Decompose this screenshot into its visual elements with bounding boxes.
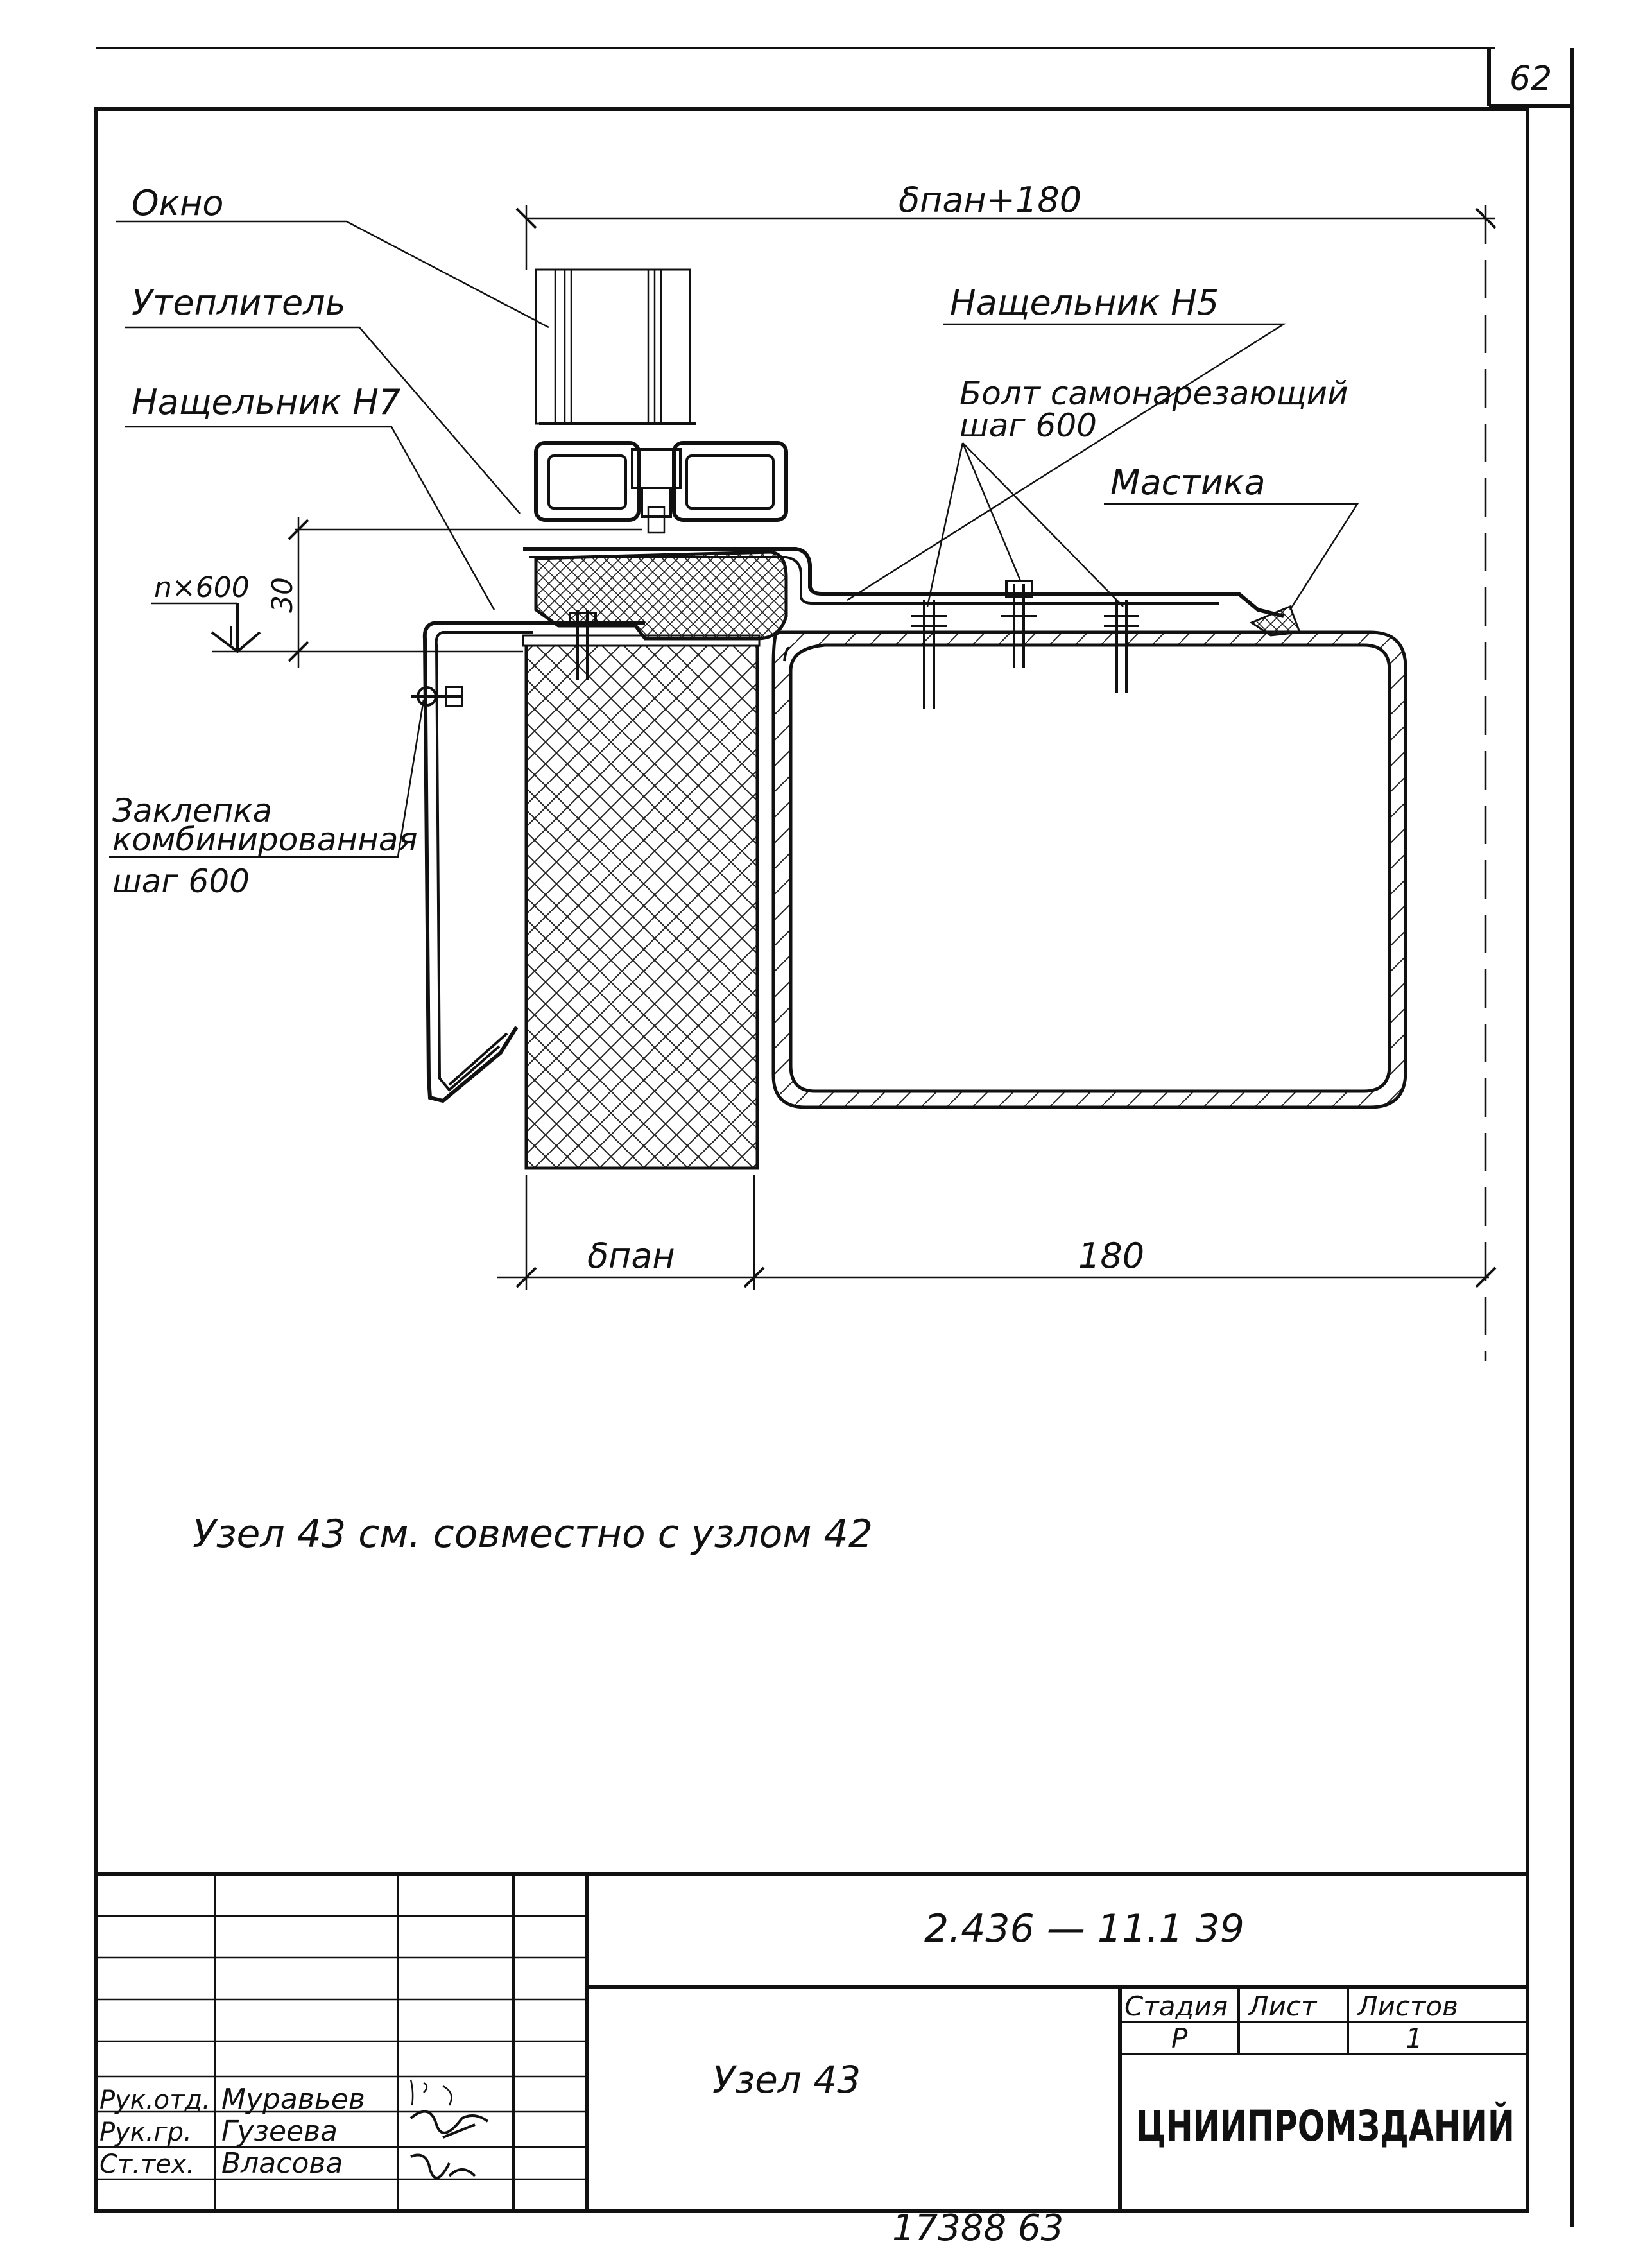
steel-beam: [771, 630, 1407, 1109]
bolt: [569, 610, 597, 680]
role-3: Ст.тех.: [99, 2150, 194, 2179]
label-rivet-line1: Заклепка: [112, 792, 272, 829]
signatures: [409, 2079, 489, 2179]
bolt: [911, 600, 947, 709]
role-2: Рук.гр.: [99, 2118, 192, 2147]
label-insulation: Утеплитель: [132, 282, 346, 323]
doc-code: 2.436 — 11.1 39: [924, 1906, 1244, 1951]
label-flashing-h7: Нащельник Н7: [132, 382, 400, 422]
label-bolt-line2: шаг 600: [959, 407, 1097, 444]
organization: ЦНИИПРОМЗДАНИЙ: [1136, 2101, 1515, 2151]
sheet-corner-number: 62: [1510, 60, 1552, 98]
mastic-fill: [1249, 605, 1302, 637]
drawing-name: Узел 43: [712, 2058, 861, 2102]
insulation-block: [534, 550, 788, 641]
sheet-header: Лист: [1247, 1990, 1318, 2022]
rivet: [411, 686, 463, 707]
bolt: [1104, 600, 1139, 693]
flashing-h5: [523, 547, 1284, 618]
window-frame: [534, 268, 788, 534]
dim-vertical: 30: [266, 577, 299, 613]
role-1: Рук.отд.: [99, 2085, 211, 2115]
sheets-value: 1: [1406, 2023, 1423, 2054]
dim-bottom-right: 180: [1078, 1236, 1144, 1276]
flashing-h7: [422, 621, 645, 1103]
name-3: Власова: [221, 2147, 343, 2180]
dim-top: δпан+180: [899, 180, 1081, 220]
label-rivet-line3: шаг 600: [112, 863, 250, 900]
label-bolt-line1: Болт самонарезающий: [959, 375, 1348, 412]
sandwich-panel: [522, 634, 761, 1170]
sheet-frame: [94, 47, 1574, 2227]
name-2: Гузеева: [221, 2115, 338, 2148]
drawing-note: Узел 43 см. совместно с узлом 42: [193, 1512, 873, 1557]
label-mastic: Мастика: [1110, 462, 1266, 503]
title-block: [96, 1872, 1527, 2211]
label-rivet-line2: комбинированная: [112, 821, 418, 858]
footer-number: 17388 63: [892, 2207, 1063, 2244]
label-flashing-h5: Нащельник Н5: [950, 282, 1219, 323]
bolt: [1001, 580, 1037, 668]
stage-header: Стадия: [1124, 1990, 1228, 2022]
name-1: Муравьев: [221, 2083, 365, 2116]
bolt-group: [569, 580, 1139, 709]
sheets-header: Листов: [1356, 1990, 1458, 2022]
dim-bottom-left: δпан: [587, 1236, 675, 1276]
label-window: Окно: [132, 183, 223, 223]
leader-lines: [109, 220, 1359, 858]
stage-value: Р: [1171, 2023, 1188, 2054]
dimension-lines: [151, 205, 1497, 1361]
label-pitch: n×600: [154, 571, 250, 604]
